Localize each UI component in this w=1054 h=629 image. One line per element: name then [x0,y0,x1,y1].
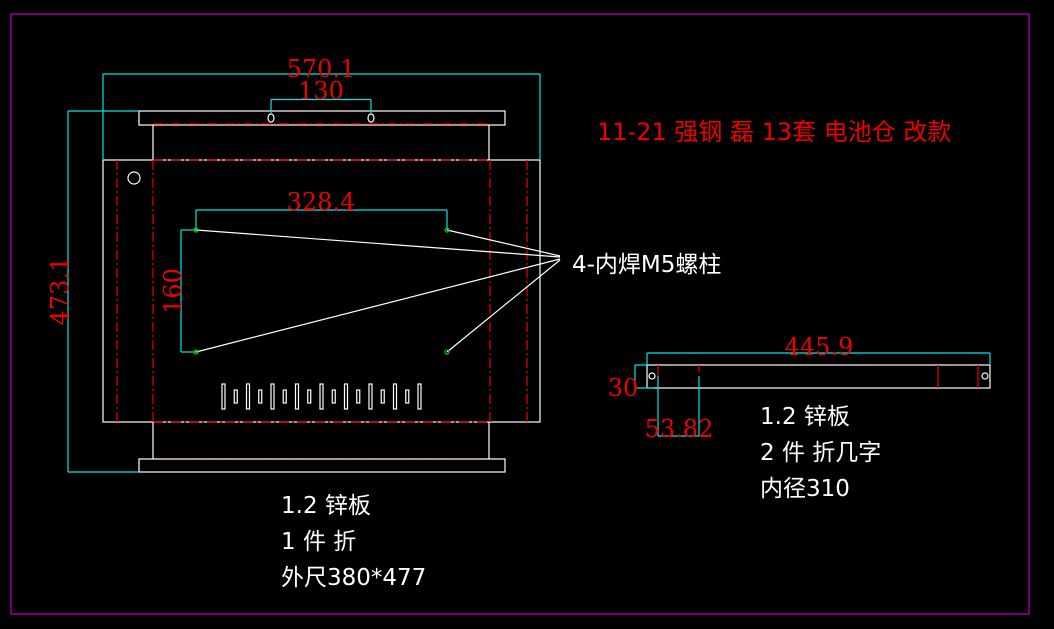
side-note-material: 1.2 锌板 [760,404,850,430]
dim-stud-spacing-x: 328.4 [287,188,356,216]
hole-icon [267,113,275,123]
drawing-frame [10,13,1030,615]
vent-slot [307,389,312,404]
dim-height: 473.1 [46,257,74,326]
vent-slot [270,383,275,410]
vent-slot [294,383,300,410]
side-note-size: 内径310 [760,476,850,502]
stud-callout: 4-内焊M5螺柱 [572,252,721,278]
dim-height: 30 [608,374,639,402]
side-note-qty: 2 件 折几字 [760,440,881,466]
vent-slot [319,383,324,410]
stud-point [193,227,199,233]
vent-slot [245,383,251,410]
dim-overall-width: 570.1 [287,55,356,83]
vent-slot [221,383,226,410]
dim-hole-spacing: 130 [298,77,344,105]
drawing-title: 11-21 强钢 磊 13套 电池仓 改款 [597,118,951,146]
main-note-size: 外尺380*477 [281,565,426,591]
vent-slot [331,389,336,404]
dim-stud-spacing-y: 160 [159,268,187,314]
vent-slot [380,389,385,404]
vent-slot [258,389,263,404]
main-note-material: 1.2 锌板 [281,493,371,519]
stud-point [193,349,199,355]
stud-point [444,349,450,355]
vent-slot [356,389,361,404]
side-part-view: 445.9 30 53.82 1.2 锌板 2 件 折几字 内径310 [608,333,991,502]
stud-point [444,227,450,233]
side-body [646,364,991,389]
vent-slot [392,383,398,410]
vent-slot [343,383,349,410]
hole-icon [127,171,141,185]
vent-slot [417,383,422,410]
main-part-view: 570.1 130 473.1 328.4 160 4-内焊M5螺柱 1.2 锌… [46,55,721,591]
hole-icon [367,113,375,123]
bottom-flange [138,458,506,473]
dim-length: 445.9 [785,333,854,361]
vent-slots [221,383,422,410]
vent-slot [233,389,238,404]
hole-icon [981,372,989,380]
main-note-qty: 1 件 折 [281,529,356,555]
vent-slot [405,389,410,404]
hole-icon [648,372,656,380]
vent-slot [368,383,373,410]
dim-offset: 53.82 [645,415,714,443]
top-flange [138,110,506,126]
vent-slot [282,389,287,404]
